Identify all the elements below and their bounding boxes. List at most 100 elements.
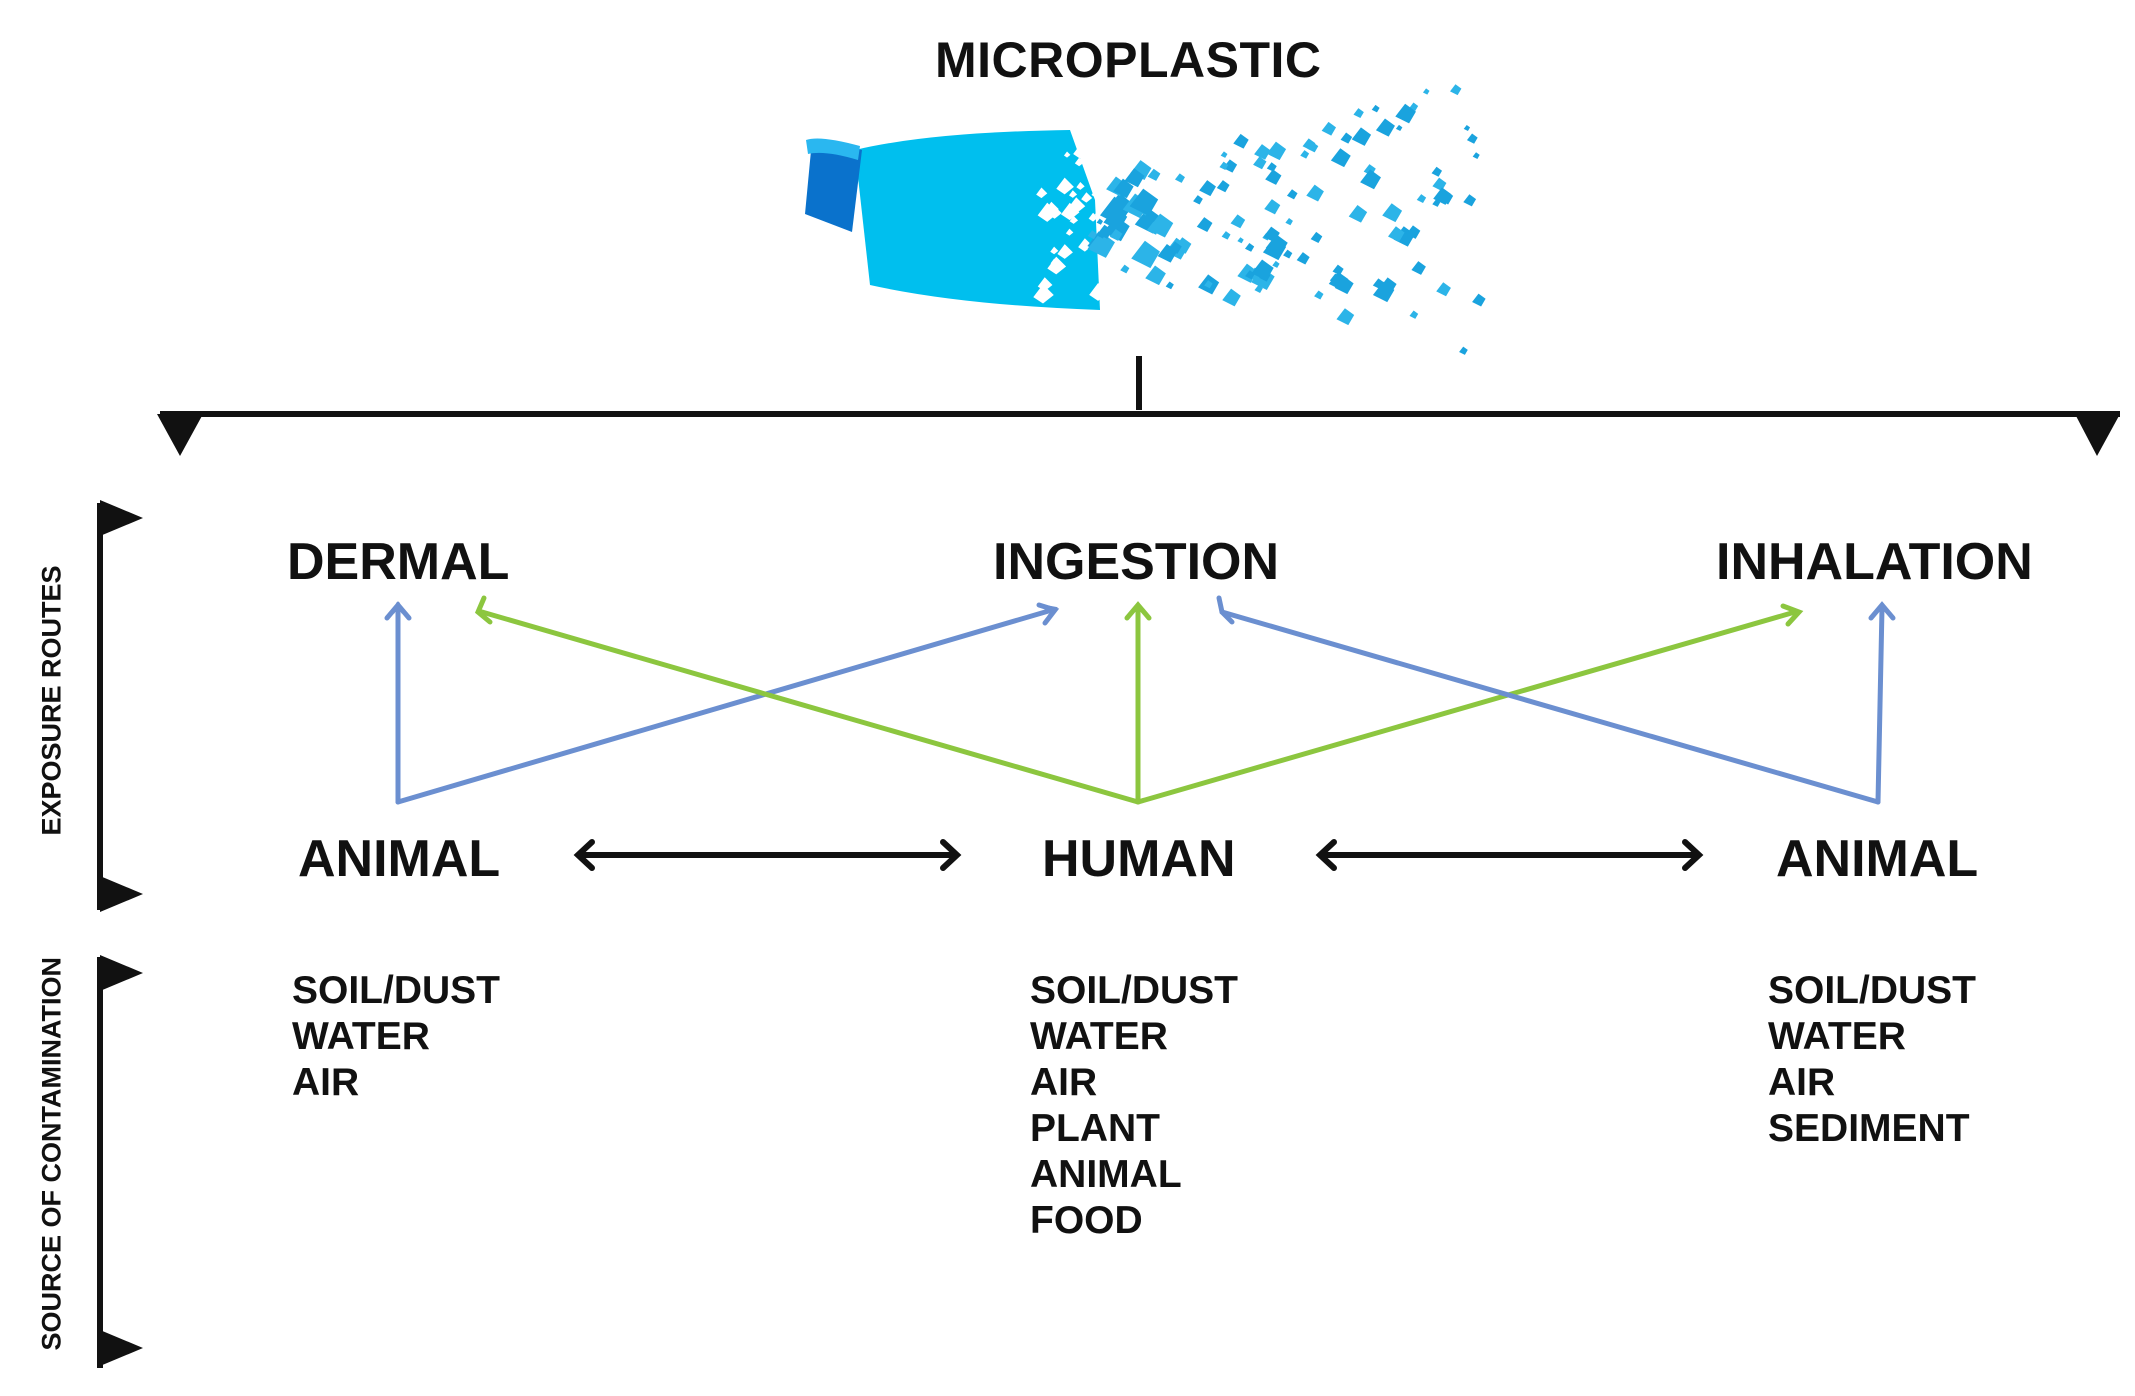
particle <box>1266 162 1277 172</box>
source-item: AIR <box>292 1061 360 1104</box>
source-item: WATER <box>1768 1015 1906 1058</box>
particle <box>1237 237 1244 244</box>
arrow-human-to-dermal <box>479 609 1141 805</box>
particle <box>1254 284 1263 293</box>
particle <box>1109 228 1123 241</box>
source-list-human: SOIL/DUST WATER AIR PLANT ANIMAL FOOD <box>1030 968 1238 1244</box>
exposure-routes-bracket <box>97 500 143 912</box>
particle <box>1193 195 1203 205</box>
particle <box>1306 184 1324 202</box>
arrow-right-animal-to-inhalation <box>1875 605 1885 805</box>
particle <box>1422 88 1430 95</box>
exposure-routes-axis-label: EXPOSURE ROUTES <box>36 565 67 836</box>
bottle-cutout <box>1089 283 1108 301</box>
particle <box>1266 141 1287 161</box>
particle <box>1254 144 1271 160</box>
route-ingestion: INGESTION <box>993 533 1280 591</box>
particle <box>1087 231 1115 258</box>
particle <box>1265 234 1288 256</box>
bottle-cutout <box>1040 287 1050 297</box>
particle <box>1220 151 1228 158</box>
particle <box>1230 214 1246 229</box>
particle <box>1216 180 1230 193</box>
particle <box>1147 168 1161 181</box>
bottle-icon <box>805 130 1100 310</box>
particle <box>1459 346 1468 355</box>
particle <box>1336 308 1355 326</box>
bottle-cap <box>805 140 862 232</box>
receptor-animal-right: ANIMAL <box>1776 830 1979 888</box>
route-inhalation: INHALATION <box>1716 533 2033 591</box>
arrow-right-animal-to-ingestion <box>1219 609 1881 805</box>
bottle-cutout <box>1062 207 1073 217</box>
source-item: WATER <box>292 1015 430 1058</box>
particle <box>1409 310 1419 319</box>
particle <box>1432 177 1447 191</box>
source-item: SOIL/DUST <box>292 969 501 1012</box>
particle <box>1371 104 1380 113</box>
particle <box>1431 166 1443 177</box>
page-title: MICROPLASTIC <box>935 32 1322 88</box>
particle <box>1321 121 1337 136</box>
bottle-cutout <box>1069 215 1079 224</box>
particle <box>1174 173 1185 183</box>
bottle-cutout <box>1069 190 1078 198</box>
particle <box>1263 226 1280 243</box>
bottle-cutout <box>1065 228 1074 236</box>
particle <box>1120 264 1130 274</box>
particle <box>1087 230 1098 240</box>
particle <box>1472 293 1486 307</box>
route-dermal: DERMAL <box>287 533 510 591</box>
particle <box>1411 261 1426 275</box>
particle <box>1463 194 1477 207</box>
particle <box>1310 231 1323 244</box>
particle <box>1463 124 1471 132</box>
particle <box>1221 231 1231 240</box>
particle <box>1416 194 1427 204</box>
bottle-cutout <box>1036 187 1048 199</box>
particle <box>1314 290 1324 300</box>
particle <box>1264 199 1281 215</box>
source-item: WATER <box>1030 1015 1168 1058</box>
source-list-right-animal: SOIL/DUST WATER AIR SEDIMENT <box>1768 968 1976 1152</box>
particle <box>1148 213 1174 238</box>
particle <box>1196 217 1213 233</box>
particle <box>1096 218 1104 225</box>
particle <box>1286 189 1298 200</box>
particle <box>1283 249 1293 259</box>
bottle-body <box>855 130 1100 310</box>
particle <box>1165 281 1174 290</box>
particle <box>1300 150 1310 159</box>
particle <box>1097 224 1113 239</box>
particle <box>1382 203 1403 223</box>
source-item: SOIL/DUST <box>1030 969 1239 1012</box>
receptor-human: HUMAN <box>1042 830 1236 888</box>
source-item: FOOD <box>1030 1199 1143 1242</box>
particle <box>1222 288 1241 307</box>
particle <box>1223 159 1238 173</box>
bottle-cutout <box>1074 157 1084 167</box>
particle <box>1388 226 1405 242</box>
particle <box>1395 103 1416 124</box>
source-axis-label: SOURCE OF CONTAMINATION <box>36 957 67 1351</box>
arrow-left-animal-to-ingestion <box>395 610 1052 805</box>
microplastic-particles <box>1033 84 1486 355</box>
particle <box>1329 273 1342 285</box>
particle <box>1233 133 1249 149</box>
particle <box>1375 118 1395 137</box>
particle <box>1334 276 1354 295</box>
connection-arrows <box>384 595 1896 871</box>
particle <box>1168 241 1182 254</box>
particle <box>1113 178 1134 199</box>
source-item: PLANT <box>1030 1107 1160 1150</box>
particle <box>1360 169 1381 190</box>
bottle-cutout <box>1056 177 1074 195</box>
particle <box>1253 156 1267 170</box>
particle <box>1438 190 1454 205</box>
particle <box>1330 148 1351 168</box>
source-list-left-animal: SOIL/DUST WATER AIR <box>292 968 500 1106</box>
particle <box>1466 133 1478 144</box>
bottle-cutout <box>1044 201 1059 216</box>
source-bracket <box>97 955 143 1368</box>
